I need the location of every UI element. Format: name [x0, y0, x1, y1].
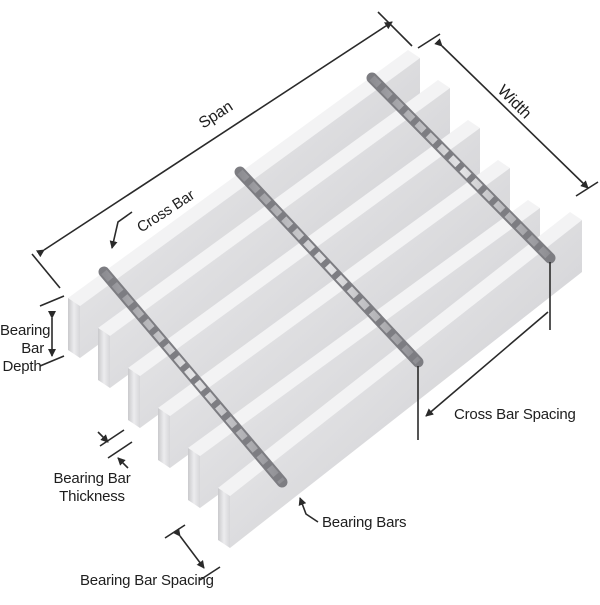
bearing-bar-thickness-line2: Thickness — [59, 488, 125, 505]
bearing-bar-depth-line1: Bearing — [0, 322, 51, 339]
bearing-bars-label: Bearing Bars — [322, 514, 407, 531]
bearing-bar-thickness-line1: Bearing Bar — [53, 470, 131, 487]
bearing-bar — [158, 160, 510, 468]
bearing-bar — [218, 212, 582, 548]
dimension-lines — [31, 11, 599, 581]
cross-bar — [98, 266, 288, 488]
bearing-bar-spacing-label: Bearing Bar Spacing — [80, 572, 214, 589]
bearing-bar-thickness-label: Bearing Bar Thickness — [44, 470, 140, 506]
bearing-bar-depth-line2: Bar — [21, 340, 44, 357]
cross-bar-spacing-label: Cross Bar Spacing — [454, 406, 576, 423]
cross-bars — [98, 72, 556, 488]
bearing-bar — [188, 200, 540, 508]
bearing-bars — [68, 50, 582, 548]
bearing-bar-depth-label: Bearing Bar Depth — [0, 322, 51, 376]
bearing-bar-depth-line3: Depth — [2, 358, 42, 375]
